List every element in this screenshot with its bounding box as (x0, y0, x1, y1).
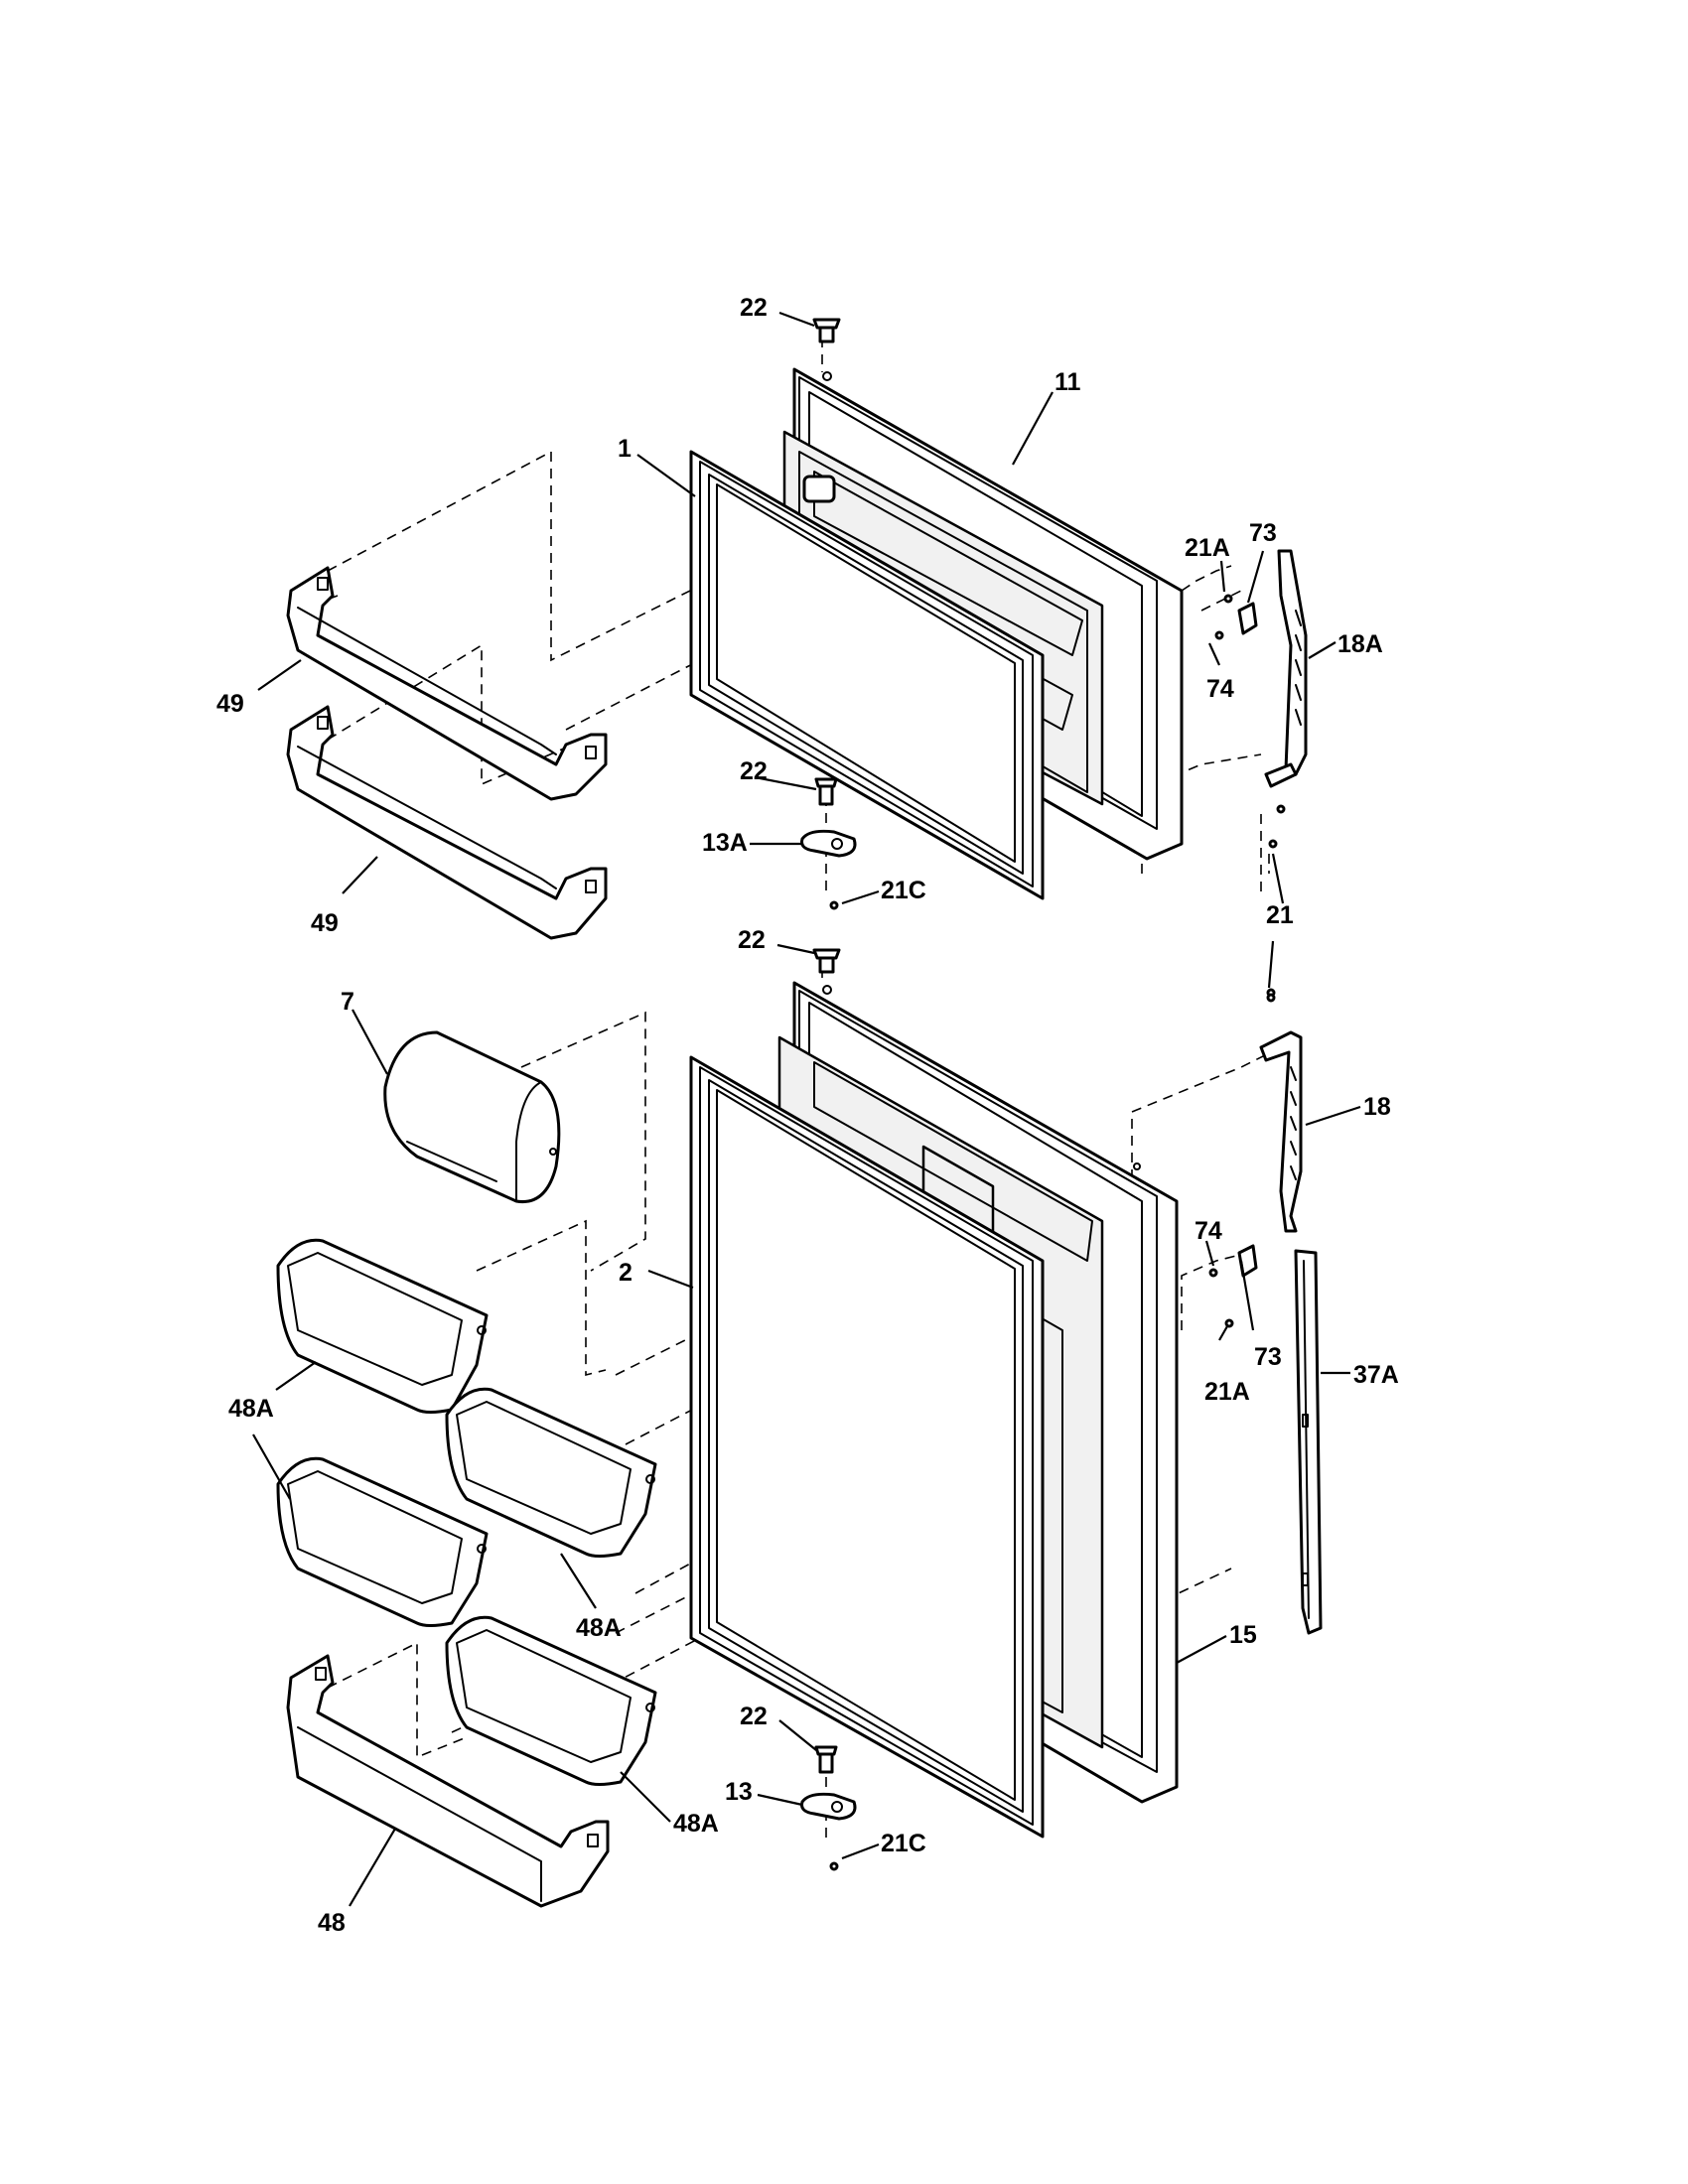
label-21c-bottom: 21C (881, 1830, 926, 1857)
screw-21c-bottom (829, 1861, 839, 1871)
door-bin-48a-middle (445, 1387, 657, 1558)
label-22-top: 22 (740, 294, 768, 322)
hinge-13 (800, 1792, 857, 1821)
handle-18 (1259, 1030, 1303, 1233)
leader-lines (252, 311, 1361, 1907)
label-21c-top: 21C (881, 877, 926, 904)
screw-21-d (1266, 993, 1276, 1003)
label-73-bottom: 73 (1254, 1343, 1282, 1371)
hinge-13a (800, 829, 857, 858)
label-1: 1 (618, 435, 632, 463)
label-18: 18 (1363, 1093, 1391, 1121)
label-22-lower: 22 (738, 926, 766, 954)
screw-21c-top (829, 900, 839, 910)
label-49-upper: 49 (216, 690, 244, 718)
label-11: 11 (1055, 368, 1081, 396)
callout-labels: 22 11 1 21A 73 18A 74 49 22 13A 21C 21 4… (216, 294, 1399, 1937)
label-21a-bottom: 21A (1204, 1378, 1250, 1406)
label-48a-middle: 48A (576, 1614, 622, 1642)
label-73-top: 73 (1249, 519, 1277, 547)
label-49-lower: 49 (311, 909, 339, 937)
door-bin-48 (286, 1654, 610, 1908)
label-7: 7 (341, 988, 354, 1016)
dairy-bin-7 (383, 1030, 561, 1204)
door-bin-48a-left-lower (276, 1456, 489, 1627)
label-74-bottom: 74 (1195, 1217, 1222, 1245)
screw-74-bottom (1208, 1268, 1218, 1278)
hinge-pin-22-mid (814, 777, 838, 806)
hinge-screw-22-lower (812, 948, 841, 974)
screw-21a-top (1223, 594, 1233, 604)
label-37a: 37A (1353, 1361, 1399, 1389)
door-shelf-49-upper (286, 566, 608, 801)
door-shelf-49-lower (286, 705, 608, 940)
door-bin-48a-left-upper (276, 1238, 489, 1414)
hinge-screw-22-top (812, 318, 841, 343)
label-21: 21 (1266, 901, 1294, 929)
label-48a-left: 48A (228, 1395, 274, 1423)
label-22-bottom: 22 (740, 1703, 768, 1730)
door-bin-48a-bottom (445, 1615, 657, 1786)
screw-74-top (1214, 630, 1224, 640)
screw-21-a (1268, 839, 1278, 849)
label-2: 2 (619, 1259, 633, 1287)
label-22-mid: 22 (740, 757, 768, 785)
label-74-top: 74 (1206, 675, 1234, 703)
handle-18a (1264, 549, 1308, 788)
label-15: 15 (1229, 1621, 1257, 1649)
label-13: 13 (725, 1778, 753, 1806)
label-21a-top: 21A (1185, 534, 1230, 562)
label-18a: 18A (1337, 630, 1383, 658)
screw-21a-bottom (1224, 1318, 1234, 1328)
hinge-pin-22-bottom (814, 1745, 838, 1774)
handle-clip-73-top (1237, 602, 1258, 635)
handle-trim-37a (1294, 1249, 1323, 1635)
screw-21-b (1276, 804, 1286, 814)
label-48: 48 (318, 1909, 346, 1937)
fresh-food-gasket-2 (689, 1055, 1045, 1839)
freezer-gasket-1 (689, 450, 1045, 900)
label-13a: 13A (702, 829, 748, 857)
label-48a-bottom: 48A (673, 1810, 719, 1838)
